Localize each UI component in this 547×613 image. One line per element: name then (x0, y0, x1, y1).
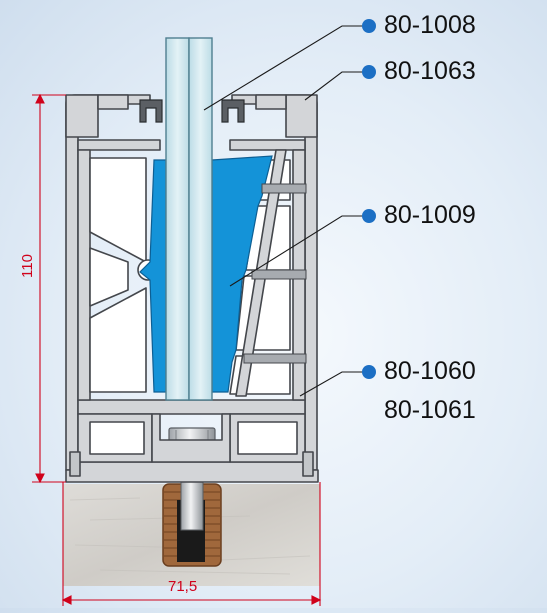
callout-80-1009: 80-1009 (384, 201, 476, 229)
dimension-height-label: 110 (19, 254, 36, 278)
callout-dots (362, 19, 376, 379)
callout-80-1061: 80-1061 (384, 396, 476, 424)
dimension-width-line (61, 482, 322, 606)
glass-gasket (139, 99, 245, 123)
dimension-height-line (32, 93, 66, 484)
callout-80-1060: 80-1060 (384, 357, 476, 385)
glass-panel (165, 37, 213, 401)
pin-details (243, 183, 307, 364)
dimension-width-label: 71,5 (168, 578, 198, 595)
callout-80-1008: 80-1008 (384, 11, 476, 39)
callout-80-1063: 80-1063 (384, 57, 476, 85)
leader-lines (203, 25, 368, 397)
